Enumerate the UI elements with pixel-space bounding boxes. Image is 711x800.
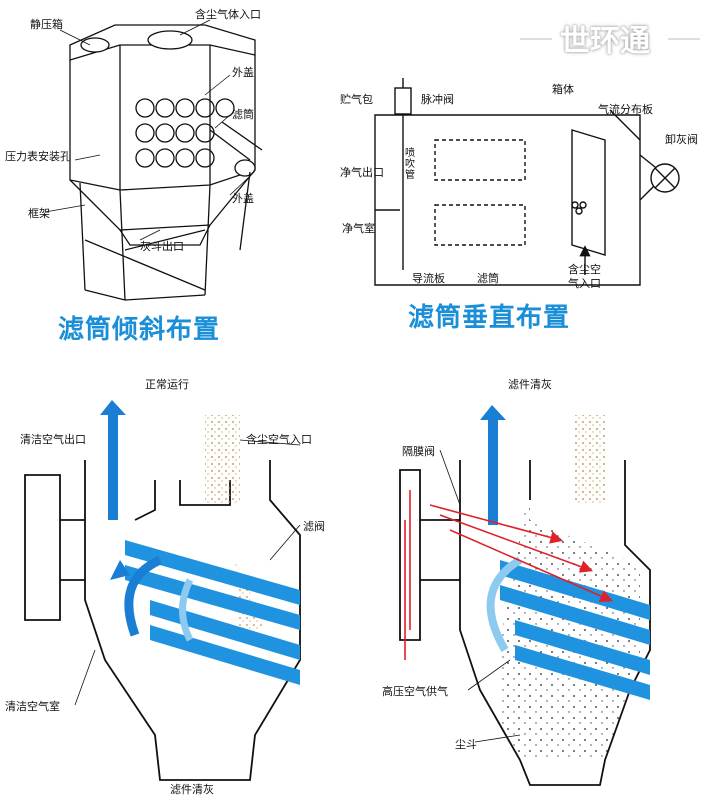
- caption-vertical: 滤筒垂直布置: [408, 303, 571, 333]
- label-discharge-valve: 卸灰阀: [665, 133, 698, 146]
- label-filter-cleaning-bottom: 滤件清灰: [170, 783, 214, 796]
- label-filter-cleaning: 滤件清灰: [508, 378, 552, 391]
- label-clean-outlet: 净气出口: [340, 166, 384, 179]
- label-clean-air-room: 清洁空气室: [5, 700, 60, 713]
- label-casing: 箱体: [552, 83, 574, 96]
- label-filter-valve: 滤阀: [303, 520, 325, 533]
- label-gauge-hole: 压力表安装孔: [5, 150, 71, 163]
- label-blow-pipe: 喷吹管: [405, 148, 415, 181]
- label-hp-air-supply: 高压空气供气: [382, 685, 448, 698]
- label-distributor: 气流分布板: [598, 103, 653, 116]
- label-plenum: 静压箱: [30, 18, 63, 31]
- label-hopper-outlet: 灰斗出口: [140, 240, 184, 253]
- label-outer-cover-2: 外盖: [232, 192, 254, 205]
- label-diaphragm-valve: 隔膜阀: [402, 445, 435, 458]
- label-clean-air-outlet: 清洁空气出口: [20, 433, 86, 446]
- label-air-tank: 贮气包: [340, 93, 373, 106]
- label-dust-hopper: 尘斗: [455, 738, 477, 751]
- label-dirty-inlet-line1: 含尘空: [568, 263, 601, 276]
- caption-inclined: 滤筒倾斜布置: [58, 315, 221, 345]
- label-filter-vertical: 滤筒: [477, 272, 499, 285]
- label-guide-plate: 导流板: [412, 272, 445, 285]
- label-outer-cover-1: 外盖: [232, 66, 254, 79]
- label-dirty-inlet-line2: 气入口: [568, 277, 601, 290]
- normal-operation-drawing: [24, 400, 301, 781]
- label-dust-inlet: 含尘气体入口: [195, 8, 261, 21]
- label-filter-cartridge: 滤筒: [232, 108, 254, 121]
- label-normal-operation: 正常运行: [145, 378, 189, 391]
- label-dusty-air-inlet: 含尘空气入口: [246, 433, 312, 446]
- label-pulse-valve: 脉冲阀: [421, 93, 454, 106]
- label-frame: 框架: [28, 207, 50, 220]
- inclined-collector-drawing: [69, 24, 263, 301]
- label-clean-room: 净气室: [342, 222, 375, 235]
- watermark-text: 世环通: [560, 24, 650, 59]
- cleaning-drawing: [399, 405, 651, 786]
- vertical-collector-drawing: [374, 78, 680, 286]
